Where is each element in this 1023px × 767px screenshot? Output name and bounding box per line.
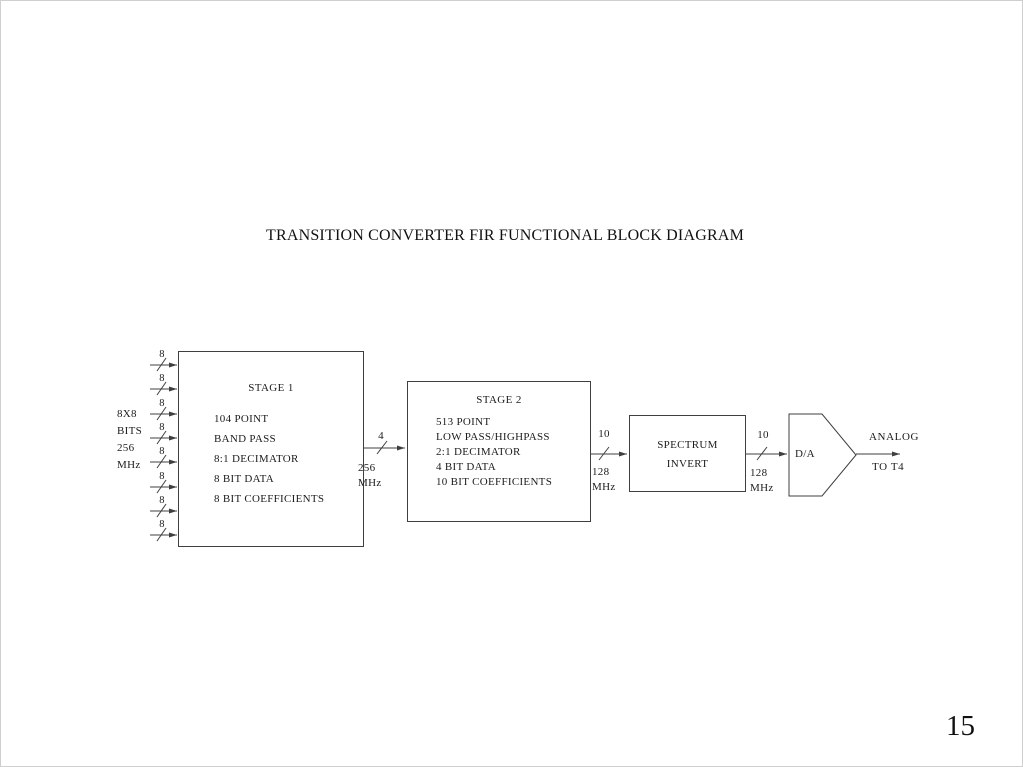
spectrum-invert-box: SPECTRUM INVERT	[629, 415, 746, 492]
stage2-spec-line: 4 BIT DATA	[436, 461, 496, 473]
stage1-spec-line: 8 BIT COEFFICIENTS	[214, 493, 325, 505]
input-bus-width-label: 8	[159, 349, 165, 360]
diagram-title: TRANSITION CONVERTER FIR FUNCTIONAL BLOC…	[265, 227, 745, 244]
input-bus-label-line: BITS	[117, 425, 143, 437]
bus-slash	[156, 430, 167, 445]
bus3-width-label: 10	[757, 429, 769, 441]
bus2-rate-label: 128 MHz	[592, 465, 616, 495]
bus2-rate-line: 128	[592, 466, 610, 478]
bus-slash	[156, 406, 167, 421]
stage2-spec-line: 513 POINT	[436, 416, 491, 428]
input-bus-width-label: 8	[159, 471, 165, 482]
input-bus-label: 8X8 BITS 256 MHz	[117, 406, 142, 474]
dac-label: D/A	[795, 448, 815, 460]
input-bus-width-label: 8	[159, 519, 165, 530]
stage2-title: STAGE 2	[476, 394, 522, 406]
stage2-spec-line: LOW PASS/HIGHPASS	[436, 431, 550, 443]
bus-slash	[156, 479, 167, 494]
stage1-title: STAGE 1	[248, 382, 294, 394]
bus-slash	[156, 454, 167, 469]
stage2-box: STAGE 2 513 POINT LOW PASS/HIGHPASS 2:1 …	[407, 381, 591, 522]
stage1-spec-line: 8 BIT DATA	[214, 473, 274, 485]
stage1-spec-line: 8:1 DECIMATOR	[214, 453, 299, 465]
bus1-rate-line: MHz	[358, 477, 382, 489]
bus1-rate-label: 256 MHz	[358, 461, 382, 491]
bus1-rate-line: 256	[358, 462, 376, 474]
input-bus-width-label: 8	[159, 495, 165, 506]
bus2-rate-line: MHz	[592, 481, 616, 493]
bus-slash	[156, 357, 167, 372]
output-label-analog: ANALOG	[869, 431, 920, 443]
output-label-destination: TO T4	[872, 461, 905, 473]
dac-shape	[788, 413, 857, 497]
input-bus-width-label: 8	[159, 422, 165, 433]
bus-slash	[376, 440, 388, 455]
input-bus-label-line: MHz	[117, 459, 141, 471]
bus-slash	[156, 503, 167, 518]
stage1-box: STAGE 1 104 POINT BAND PASS 8:1 DECIMATO…	[178, 351, 364, 547]
spectrum-invert-line: INVERT	[666, 458, 709, 470]
spectrum-dac-arrow	[746, 446, 787, 461]
bus3-rate-line: 128	[750, 467, 768, 479]
bus3-rate-label: 128 MHz	[750, 466, 774, 496]
stage1-stage2-arrow	[364, 440, 405, 455]
input-bus-arrows	[150, 357, 177, 542]
input-bus-width-label: 8	[159, 446, 165, 457]
bus1-width-label: 4	[378, 430, 384, 442]
bus-slash	[756, 446, 768, 461]
bus-slash	[156, 381, 167, 396]
input-bus-label-line: 8X8	[117, 408, 137, 420]
bus2-width-label: 10	[598, 428, 610, 440]
input-bus-label-line: 256	[117, 442, 135, 454]
input-bus-width-label: 8	[159, 373, 165, 384]
stage2-spec-line: 2:1 DECIMATOR	[436, 446, 521, 458]
stage2-spec-line: 10 BIT COEFFICIENTS	[436, 476, 553, 488]
stage2-spectrum-arrow	[591, 446, 627, 461]
stage1-spec-line: BAND PASS	[214, 433, 276, 445]
input-bus-width-label: 8	[159, 398, 165, 409]
bus-slash	[156, 527, 167, 542]
spectrum-invert-line: SPECTRUM	[657, 439, 718, 451]
bus-slash	[598, 446, 610, 461]
bus3-rate-line: MHz	[750, 482, 774, 494]
page-number: 15	[946, 710, 975, 742]
stage1-spec-line: 104 POINT	[214, 413, 269, 425]
